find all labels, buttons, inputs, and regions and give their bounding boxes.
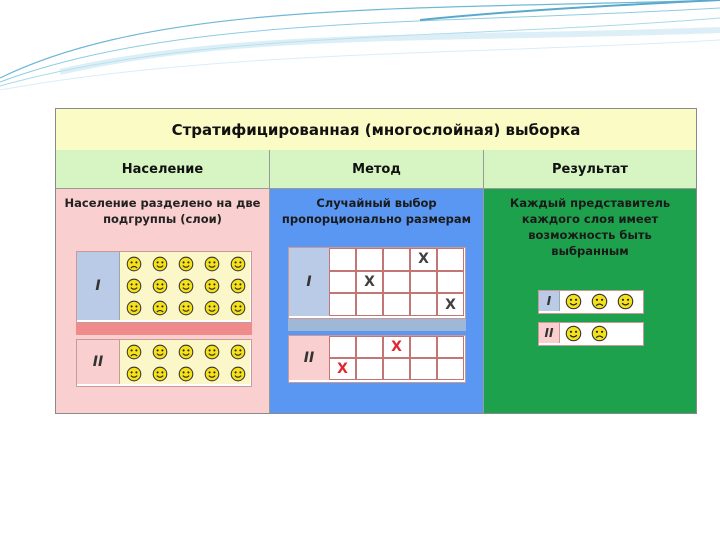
decorative-header-swoosh <box>0 0 720 90</box>
smiley-face-icon <box>152 344 168 360</box>
table-title: Стратифицированная (многослойная) выборк… <box>56 109 696 151</box>
grid-cell <box>410 358 437 380</box>
grid-cell <box>410 270 437 294</box>
smiley-face-icon <box>152 366 168 382</box>
smiley-face-icon <box>178 278 194 294</box>
method-layer-1: I X X X <box>288 247 466 319</box>
result-layer-label-2: II <box>539 323 560 343</box>
grid-cell <box>383 293 410 317</box>
population-column: Население разделено на две подгруппы (сл… <box>56 189 270 413</box>
layer-label-2: II <box>77 340 120 384</box>
result-layer-label-1: I <box>539 291 560 311</box>
selection-x-mark: X <box>391 339 402 355</box>
smiley-face-icon <box>126 366 142 382</box>
grid-cell <box>437 336 464 358</box>
header-result: Результат <box>484 150 696 189</box>
grid-cell <box>356 358 383 380</box>
grid-cell <box>383 270 410 294</box>
grid-cell <box>356 293 383 317</box>
smiley-face-icon <box>565 293 582 310</box>
sad-face-icon <box>591 293 608 310</box>
smiley-face-icon <box>152 256 168 272</box>
selection-x-mark: X <box>445 296 456 313</box>
smiley-face-icon <box>230 278 246 294</box>
grid-cell <box>383 358 410 380</box>
grid-cell <box>410 248 437 271</box>
smiley-face-icon <box>230 344 246 360</box>
grid-cell <box>356 336 383 358</box>
smiley-face-icon <box>230 300 246 316</box>
header-method: Метод <box>270 150 484 189</box>
sad-face-icon <box>126 256 142 272</box>
grid-cell <box>410 293 437 317</box>
smiley-face-icon <box>204 300 220 316</box>
smiley-face-icon <box>178 300 194 316</box>
selection-x-mark: X <box>418 251 429 268</box>
smiley-face-icon <box>230 256 246 272</box>
smiley-face-icon <box>178 344 194 360</box>
method-stripe <box>288 319 466 331</box>
header-population: Население <box>56 150 270 189</box>
method-layer-label-1: I <box>289 248 330 316</box>
population-layer-2-faces <box>120 340 250 384</box>
smiley-face-icon <box>204 278 220 294</box>
grid-cell <box>329 293 356 317</box>
smiley-face-icon <box>204 366 220 382</box>
selection-x-mark: X <box>364 274 375 291</box>
stratified-sampling-table: Стратифицированная (многослойная) выборк… <box>55 108 697 414</box>
grid-cell <box>329 248 356 271</box>
smiley-face-icon <box>204 256 220 272</box>
grid-cell <box>329 336 356 358</box>
method-column: Случайный выбор пропорционально размерам… <box>270 189 484 413</box>
population-description: Население разделено на две подгруппы (сл… <box>64 196 261 226</box>
sad-face-icon <box>152 300 168 316</box>
grid-cell <box>383 248 410 271</box>
smiley-face-icon <box>178 256 194 272</box>
result-layer-2: II <box>538 322 644 346</box>
result-description: Каждый представитель каждого слоя имеет … <box>509 196 671 258</box>
grid-cell <box>356 270 383 294</box>
grid-cell <box>437 248 464 271</box>
smiley-face-icon <box>126 278 142 294</box>
smiley-face-icon <box>565 325 582 342</box>
selection-x-mark: X <box>337 361 348 377</box>
population-layer-1-faces <box>120 252 250 320</box>
grid-cell <box>437 270 464 294</box>
smiley-face-icon <box>617 293 634 310</box>
result-layer-1: I <box>538 290 644 314</box>
sad-face-icon <box>126 344 142 360</box>
grid-cell <box>410 336 437 358</box>
grid-cell <box>329 358 356 380</box>
smiley-face-icon <box>178 366 194 382</box>
population-stripe <box>76 323 252 335</box>
method-layer-2: II X X <box>288 335 466 383</box>
method-layer-label-2: II <box>289 336 330 380</box>
grid-cell <box>437 293 464 317</box>
grid-cell <box>437 358 464 380</box>
grid-cell <box>383 336 410 358</box>
method-description: Случайный выбор пропорционально размерам <box>281 196 472 226</box>
result-column: Каждый представитель каждого слоя имеет … <box>484 189 696 413</box>
grid-cell <box>356 248 383 271</box>
layer-label-1: I <box>77 252 120 320</box>
population-layer-1: I <box>76 251 252 323</box>
grid-cell <box>329 270 356 294</box>
smiley-face-icon <box>204 344 220 360</box>
sad-face-icon <box>591 325 608 342</box>
population-layer-2: II <box>76 339 252 387</box>
smiley-face-icon <box>152 278 168 294</box>
smiley-face-icon <box>126 300 142 316</box>
smiley-face-icon <box>230 366 246 382</box>
